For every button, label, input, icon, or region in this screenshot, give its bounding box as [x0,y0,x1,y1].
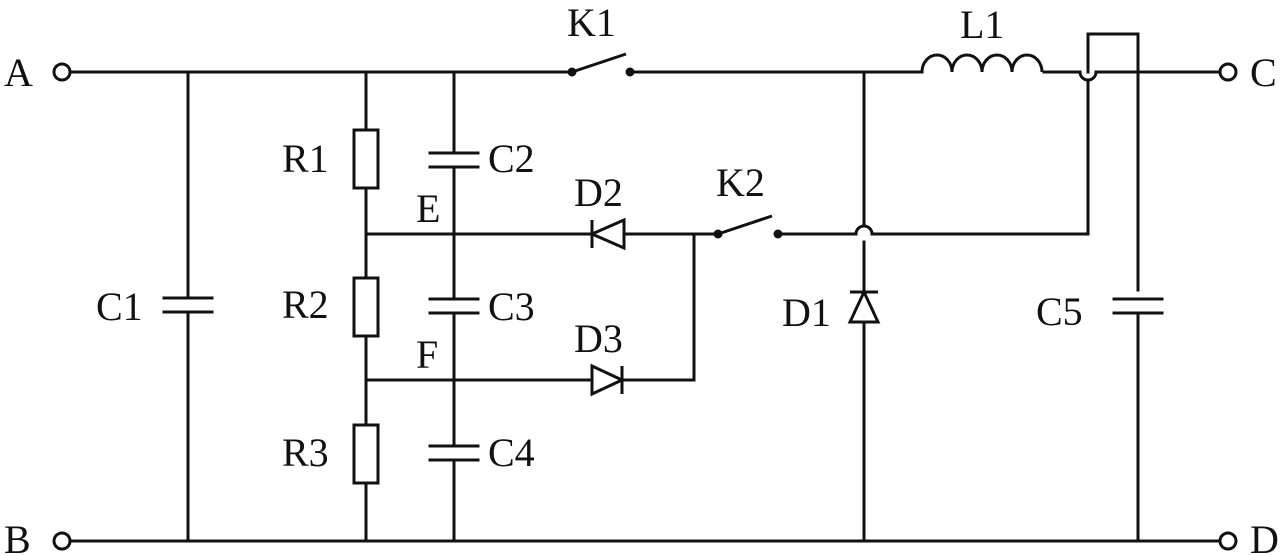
terminal-b-label: B [4,517,31,555]
switch-k2-label: K2 [716,160,765,205]
capacitor-c2 [428,151,480,169]
inductor-l1-label: L1 [960,2,1004,47]
node-e-label: E [416,186,440,231]
terminal-a [52,62,72,82]
crossover-top [1078,32,1140,292]
inductor-l1 [920,53,1044,73]
node-f-wire [364,232,718,382]
resistor-r3 [352,423,380,485]
capacitor-c2-label: C2 [488,136,535,181]
node-f-label: F [416,332,438,377]
capacitor-c4 [428,444,480,462]
diode-d3 [590,363,626,397]
terminal-b [52,531,72,551]
capacitor-c1-label: C1 [96,284,143,329]
resistor-r2-label: R2 [282,282,329,327]
capacitor-c5-label: C5 [1036,289,1083,334]
capacitor-c1 [162,70,214,543]
switch-k2 [713,214,783,239]
terminal-c [1218,62,1238,82]
capacitor-c5 [1112,297,1164,543]
diode-d3-label: D3 [574,316,623,361]
capacitor-c3-label: C3 [488,284,535,329]
switch-k1-label: K1 [567,0,616,45]
switch-k1 [567,52,635,77]
resistor-r2 [352,276,380,338]
diode-d2-label: D2 [574,170,623,215]
resistor-r1-label: R1 [282,136,329,181]
diode-d2 [588,217,626,251]
capacitor-c3 [428,297,480,315]
capacitor-c4-label: C4 [488,430,535,475]
resistor-r1 [352,128,380,190]
terminal-d-label: D [1250,517,1279,555]
terminal-a-label: A [4,50,33,95]
diode-d1-label: D1 [782,290,831,335]
resistor-r3-label: R3 [282,430,329,475]
terminal-d [1218,531,1238,551]
diode-d1 [847,288,881,324]
terminal-c-label: C [1250,50,1277,95]
